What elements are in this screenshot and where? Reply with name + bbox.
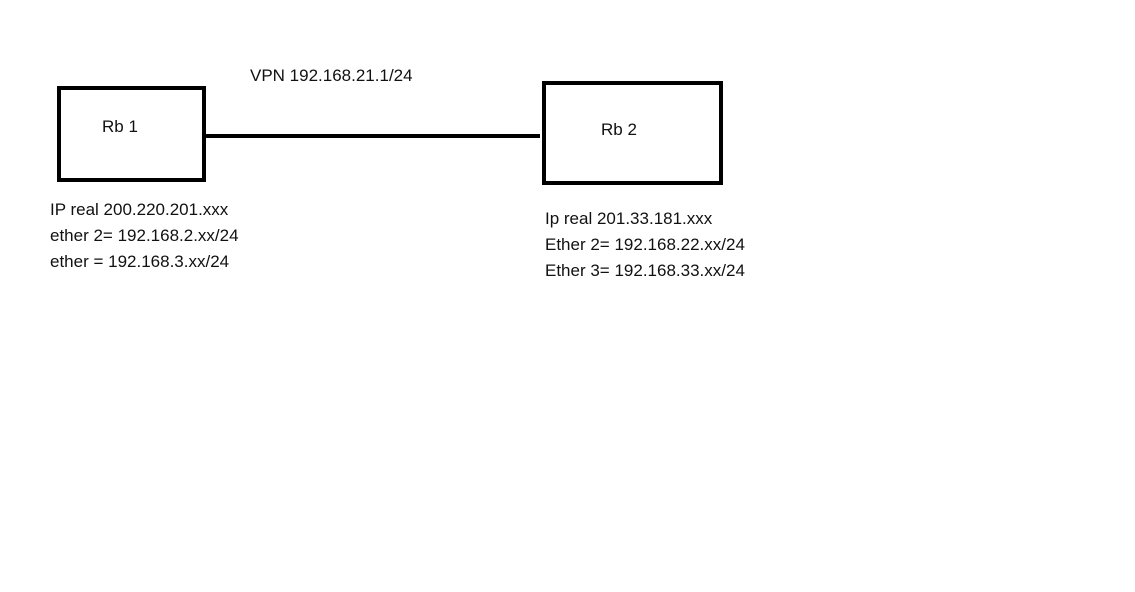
vpn-link-label: VPN 192.168.21.1/24 <box>250 66 413 85</box>
router-rb2-info: Ip real 201.33.181.xxx Ether 2= 192.168.… <box>545 206 745 284</box>
router-rb1-info: IP real 200.220.201.xxx ether 2= 192.168… <box>50 197 239 275</box>
rb2-real-ip: Ip real 201.33.181.xxx <box>545 209 713 228</box>
router-rb1-box: Rb 1 <box>57 86 206 182</box>
router-rb2-box: Rb 2 <box>542 81 723 185</box>
rb2-ether2: Ether 2= 192.168.22.xx/24 <box>545 235 745 254</box>
vpn-link-line <box>204 134 540 138</box>
router-rb2-label: Rb 2 <box>601 120 637 139</box>
rb1-ether2: ether 2= 192.168.2.xx/24 <box>50 226 239 245</box>
rb1-ether: ether = 192.168.3.xx/24 <box>50 252 230 271</box>
rb1-real-ip: IP real 200.220.201.xxx <box>50 200 229 219</box>
rb2-ether3: Ether 3= 192.168.33.xx/24 <box>545 261 745 280</box>
router-rb1-label: Rb 1 <box>102 117 138 136</box>
